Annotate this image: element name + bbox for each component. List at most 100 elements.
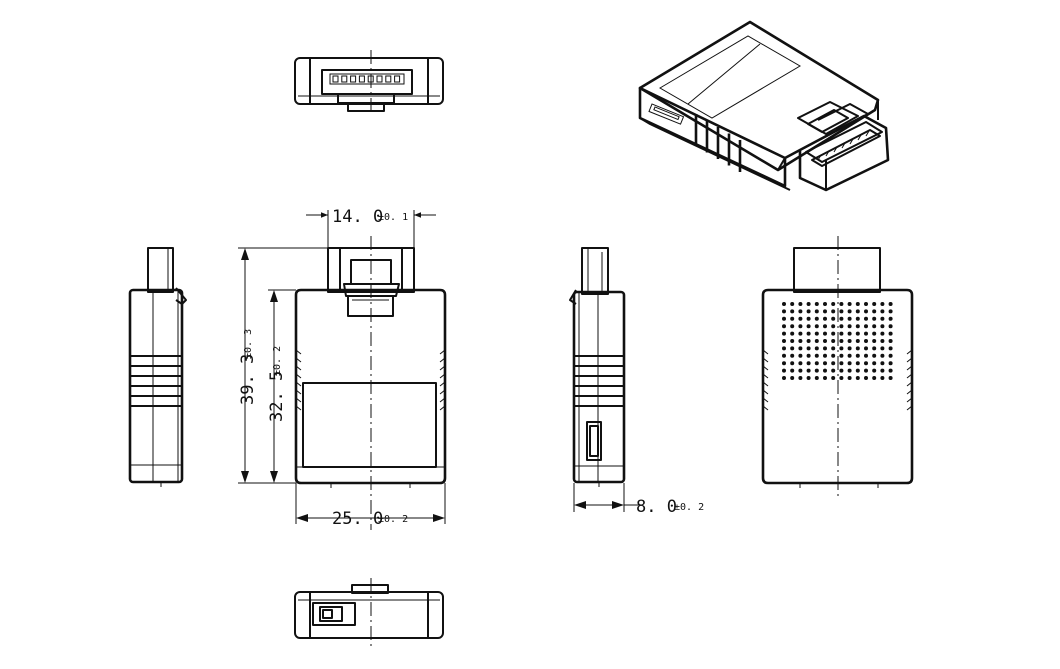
vent-hole xyxy=(798,324,803,329)
connector-pin xyxy=(394,75,401,83)
vent-hole xyxy=(839,324,844,329)
vent-hole xyxy=(847,368,852,373)
vent-hole xyxy=(872,368,877,373)
vent-hole xyxy=(814,339,819,343)
vent-hole xyxy=(782,376,786,380)
vent-hole xyxy=(814,331,819,336)
dim-body-height-value: 32. 5 xyxy=(267,371,287,422)
right-side-view xyxy=(569,247,626,487)
connector-pin xyxy=(350,75,357,83)
vent-hole xyxy=(823,309,827,314)
vent-hole xyxy=(806,346,811,351)
vent-hole xyxy=(782,316,786,321)
vent-hole xyxy=(864,353,868,358)
connector-pin xyxy=(385,75,392,83)
vent-hole xyxy=(831,324,836,329)
vent-hole xyxy=(888,376,893,380)
vent-hole xyxy=(814,353,819,358)
vent-holes xyxy=(782,302,893,380)
grip-ribs xyxy=(694,114,742,172)
iso-connector-pins xyxy=(817,130,870,161)
vent-hole xyxy=(823,316,827,321)
connector-pins xyxy=(332,75,401,83)
vent-hole xyxy=(880,346,885,351)
vent-hole xyxy=(790,309,795,314)
vent-hole xyxy=(790,353,795,358)
vent-hole xyxy=(864,331,868,336)
edge-rib xyxy=(295,389,302,395)
vent-hole xyxy=(864,368,868,373)
front-edge-ribs xyxy=(295,349,446,411)
vent-hole xyxy=(823,361,827,366)
edge-rib xyxy=(762,349,769,355)
vent-hole xyxy=(872,324,877,329)
vent-hole xyxy=(880,331,885,336)
vent-hole xyxy=(864,316,868,321)
vent-hole xyxy=(847,324,852,329)
vent-hole xyxy=(782,368,786,373)
isometric-view xyxy=(638,20,890,192)
edge-rib xyxy=(439,349,446,355)
edge-rib xyxy=(295,397,302,403)
vent-hole xyxy=(872,346,877,351)
edge-rib xyxy=(295,405,302,411)
vent-hole xyxy=(855,361,860,366)
vent-hole xyxy=(839,302,844,306)
vent-hole xyxy=(814,324,819,329)
vent-hole xyxy=(798,309,803,314)
vent-hole xyxy=(880,324,885,329)
vent-hole xyxy=(839,331,844,336)
vent-hole xyxy=(872,361,877,366)
vent-hole xyxy=(782,302,786,306)
iso-pin xyxy=(865,130,870,137)
bottom-view xyxy=(294,578,444,648)
edge-rib xyxy=(762,389,769,395)
vent-hole xyxy=(806,331,811,336)
vent-hole xyxy=(798,361,803,366)
vent-hole xyxy=(782,331,786,336)
vent-hole xyxy=(888,331,893,336)
connector-pin xyxy=(358,75,365,83)
vent-hole xyxy=(888,316,893,321)
vent-hole xyxy=(855,376,860,380)
edge-rib xyxy=(439,357,446,363)
vent-hole xyxy=(880,368,885,373)
vent-hole xyxy=(806,376,811,380)
vent-hole xyxy=(888,346,893,351)
vent-hole xyxy=(855,353,860,358)
edge-rib xyxy=(762,397,769,403)
edge-rib xyxy=(439,381,446,387)
left-side-view xyxy=(128,247,187,487)
vent-hole xyxy=(872,331,877,336)
edge-rib xyxy=(295,365,302,371)
vent-hole xyxy=(806,368,811,373)
vent-hole xyxy=(880,353,885,358)
vent-hole xyxy=(831,309,836,314)
vent-hole xyxy=(864,361,868,366)
vent-hole xyxy=(806,324,811,329)
vent-hole xyxy=(823,339,827,343)
vent-hole xyxy=(847,353,852,358)
vent-hole xyxy=(823,353,827,358)
vent-hole xyxy=(798,302,803,306)
edge-rib xyxy=(906,397,913,403)
edge-rib xyxy=(439,397,446,403)
vent-hole xyxy=(823,368,827,373)
vent-hole xyxy=(790,376,795,380)
vent-hole xyxy=(847,316,852,321)
vent-hole xyxy=(814,376,819,380)
edge-rib xyxy=(295,349,302,355)
vent-hole xyxy=(839,353,844,358)
vent-hole xyxy=(880,316,885,321)
vent-hole xyxy=(855,324,860,329)
vent-hole xyxy=(888,309,893,314)
back-view xyxy=(761,236,914,500)
vent-hole xyxy=(806,309,811,314)
vent-hole xyxy=(839,361,844,366)
edge-rib xyxy=(762,365,769,371)
vent-hole xyxy=(839,376,844,380)
vent-hole xyxy=(814,316,819,321)
connector-pin xyxy=(376,75,383,83)
edge-rib xyxy=(906,365,913,371)
vent-hole xyxy=(806,361,811,366)
